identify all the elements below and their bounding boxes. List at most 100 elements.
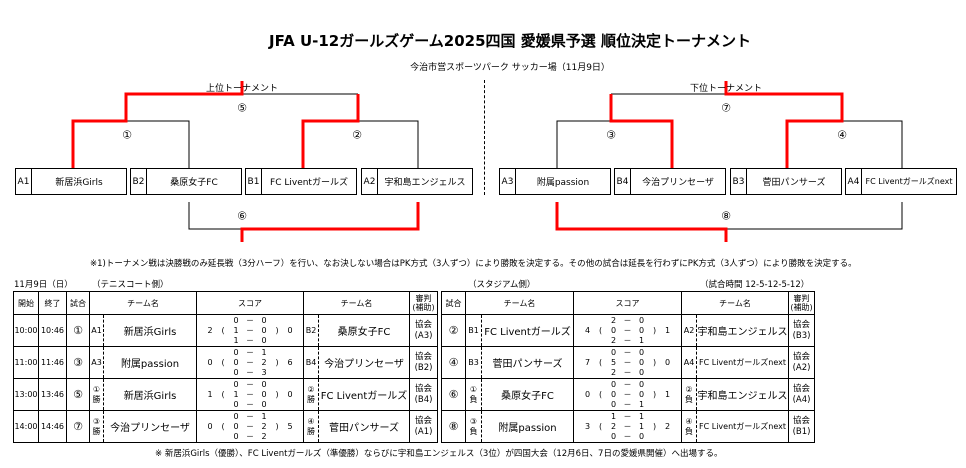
pk-score: 0: [638, 367, 645, 377]
table-row: ② B1 FC Liventガールズ 2－0 4(0－0)1 2－1 A2 宇和…: [441, 314, 816, 347]
table-row: ④ B3 菅田パンサーズ 0－0 7(5－0)0 2－0 A4 FC Liven…: [441, 346, 816, 379]
total-score-b: 0: [664, 357, 671, 367]
team-slot: A2: [362, 169, 378, 194]
referee: 協会(B1): [788, 410, 816, 443]
header-score: スコア: [573, 291, 683, 315]
score: 1－1 3(2－1)2 0－0: [574, 412, 681, 442]
match-4-label: ④: [837, 128, 847, 142]
score: 0－0 0(0－0)1 0－1: [574, 380, 681, 410]
match-6-label: ⑥: [237, 209, 247, 223]
match-2-label: ②: [352, 128, 362, 142]
winner-line-match-8: [555, 202, 728, 242]
end-time: 10:46: [38, 314, 67, 347]
pk-score: 1: [638, 335, 645, 345]
page-title: JFA U-12ガールズゲーム2025四国 愛媛県予選 順位決定トーナメント: [269, 32, 751, 50]
header-score: スコア: [196, 291, 305, 315]
start-time: 14:00: [13, 410, 39, 443]
half-score: 0: [261, 389, 267, 399]
half-score: 0: [261, 315, 267, 325]
half-score: 0: [233, 411, 239, 421]
referee: 協会(B4): [409, 378, 439, 411]
total-score-a: 0: [207, 421, 213, 431]
team-b-slot: B4: [303, 346, 320, 379]
team-a-slot: B3: [465, 346, 482, 379]
team-b-slot: ② 勝: [303, 378, 320, 411]
half-score: 2: [610, 421, 617, 431]
pk-score: 0: [610, 399, 617, 409]
half-score: 1: [638, 411, 645, 421]
team-b-name: FC Liventガールズnext: [696, 410, 790, 443]
pk-score: 0: [261, 335, 267, 345]
start-time: 11:00: [13, 346, 39, 379]
referee: 協会(A2): [788, 346, 816, 379]
team-a-name: 新居浜Girls: [103, 314, 198, 347]
bracket-line-match-3: [556, 120, 611, 168]
half-score: 0: [233, 347, 239, 357]
winner-line-match-6: [240, 202, 420, 242]
score: 2－0 4(0－0)1 2－1: [574, 316, 681, 346]
team-a-name: 桑原女子FC: [481, 378, 575, 411]
half-score: 0: [638, 357, 645, 367]
header-start: 開始: [13, 291, 39, 315]
half-score: 0: [261, 325, 267, 335]
stadium-side-label: （スタジアム側）: [468, 280, 536, 290]
team-b-slot: B2: [303, 314, 320, 347]
team-a-name: 菅田パンサーズ: [481, 346, 575, 379]
start-time: 10:00: [13, 314, 39, 347]
half-score: 1: [233, 389, 239, 399]
end-time: 14:46: [38, 410, 67, 443]
team-slot: B2: [131, 169, 147, 194]
team-slot: A4: [846, 169, 862, 194]
team-b-name: 今治プリンセーザ: [318, 346, 411, 379]
match-3-label: ③: [606, 128, 616, 142]
team-slot: B3: [731, 169, 747, 194]
match-8-label: ⑧: [721, 209, 731, 223]
header-team: チーム名: [88, 291, 198, 315]
half-score: 0: [261, 379, 267, 389]
team-b-slot: ④ 勝: [303, 410, 320, 443]
winner-line-match-2: [301, 94, 360, 168]
total-score-a: 0: [207, 357, 213, 367]
match-number: ⑤: [66, 378, 90, 411]
team-box: B3 菅田パンサーズ: [730, 168, 842, 195]
tennis-court-side-label: （テニスコート側）: [92, 280, 169, 290]
team-b-slot: A4: [681, 346, 698, 379]
team-b-name: 宇和島エンジェルス: [696, 314, 790, 347]
half-score: 0: [610, 389, 617, 399]
total-score-a: 1: [207, 389, 213, 399]
team-name: FC Liventガールズ: [270, 178, 348, 188]
referee: 協会(A1): [409, 410, 439, 443]
start-time: 13:00: [13, 378, 39, 411]
pk-score: 3: [261, 367, 267, 377]
pk-score: 2: [261, 431, 267, 441]
team-a-slot: A3: [89, 346, 104, 379]
header-match: 試合: [66, 291, 90, 315]
winner-line-match-5: [71, 81, 244, 168]
bracket-line-match-6: [188, 202, 242, 230]
lower-tournament-label: 下位トーナメント: [689, 84, 763, 94]
team-name: 今治プリンセーザ: [642, 178, 714, 188]
team-b-name: FC Liventガールズnext: [696, 346, 790, 379]
bracket-line-match-2: [358, 120, 419, 168]
pk-score: 1: [638, 399, 645, 409]
schedule-table-stadium: 試合 チーム名 スコア チーム名 審判 (補助) ② B1 FC Liventガ…: [441, 291, 816, 443]
team-box: B1 FC Liventガールズ: [245, 168, 357, 195]
half-score: 0: [610, 347, 617, 357]
half-score: 0: [638, 389, 645, 399]
total-score-a: 4: [584, 325, 591, 335]
half-score: 2: [261, 357, 267, 367]
match-number: ⑧: [441, 410, 466, 443]
match-number: ③: [66, 346, 90, 379]
team-name: 宇和島エンジェルス: [384, 178, 466, 188]
table-row: ⑥ ① 負 桑原女子FC 0－0 0(0－0)1 0－1 ② 負 宇和島エンジェ…: [441, 378, 816, 411]
match-number: ⑥: [441, 378, 466, 411]
score: 0－0 1(1－0)0 0－0: [197, 380, 303, 410]
venue-subtitle: 今治市営スポーツパーク サッカー場（11月9日）: [410, 63, 610, 73]
pk-score: 2: [610, 335, 617, 345]
total-score-b: 0: [287, 389, 293, 399]
total-score-b: 1: [664, 389, 671, 399]
pk-score: 2: [610, 367, 617, 377]
match-1-label: ①: [122, 128, 132, 142]
team-slot: B1: [246, 169, 262, 194]
